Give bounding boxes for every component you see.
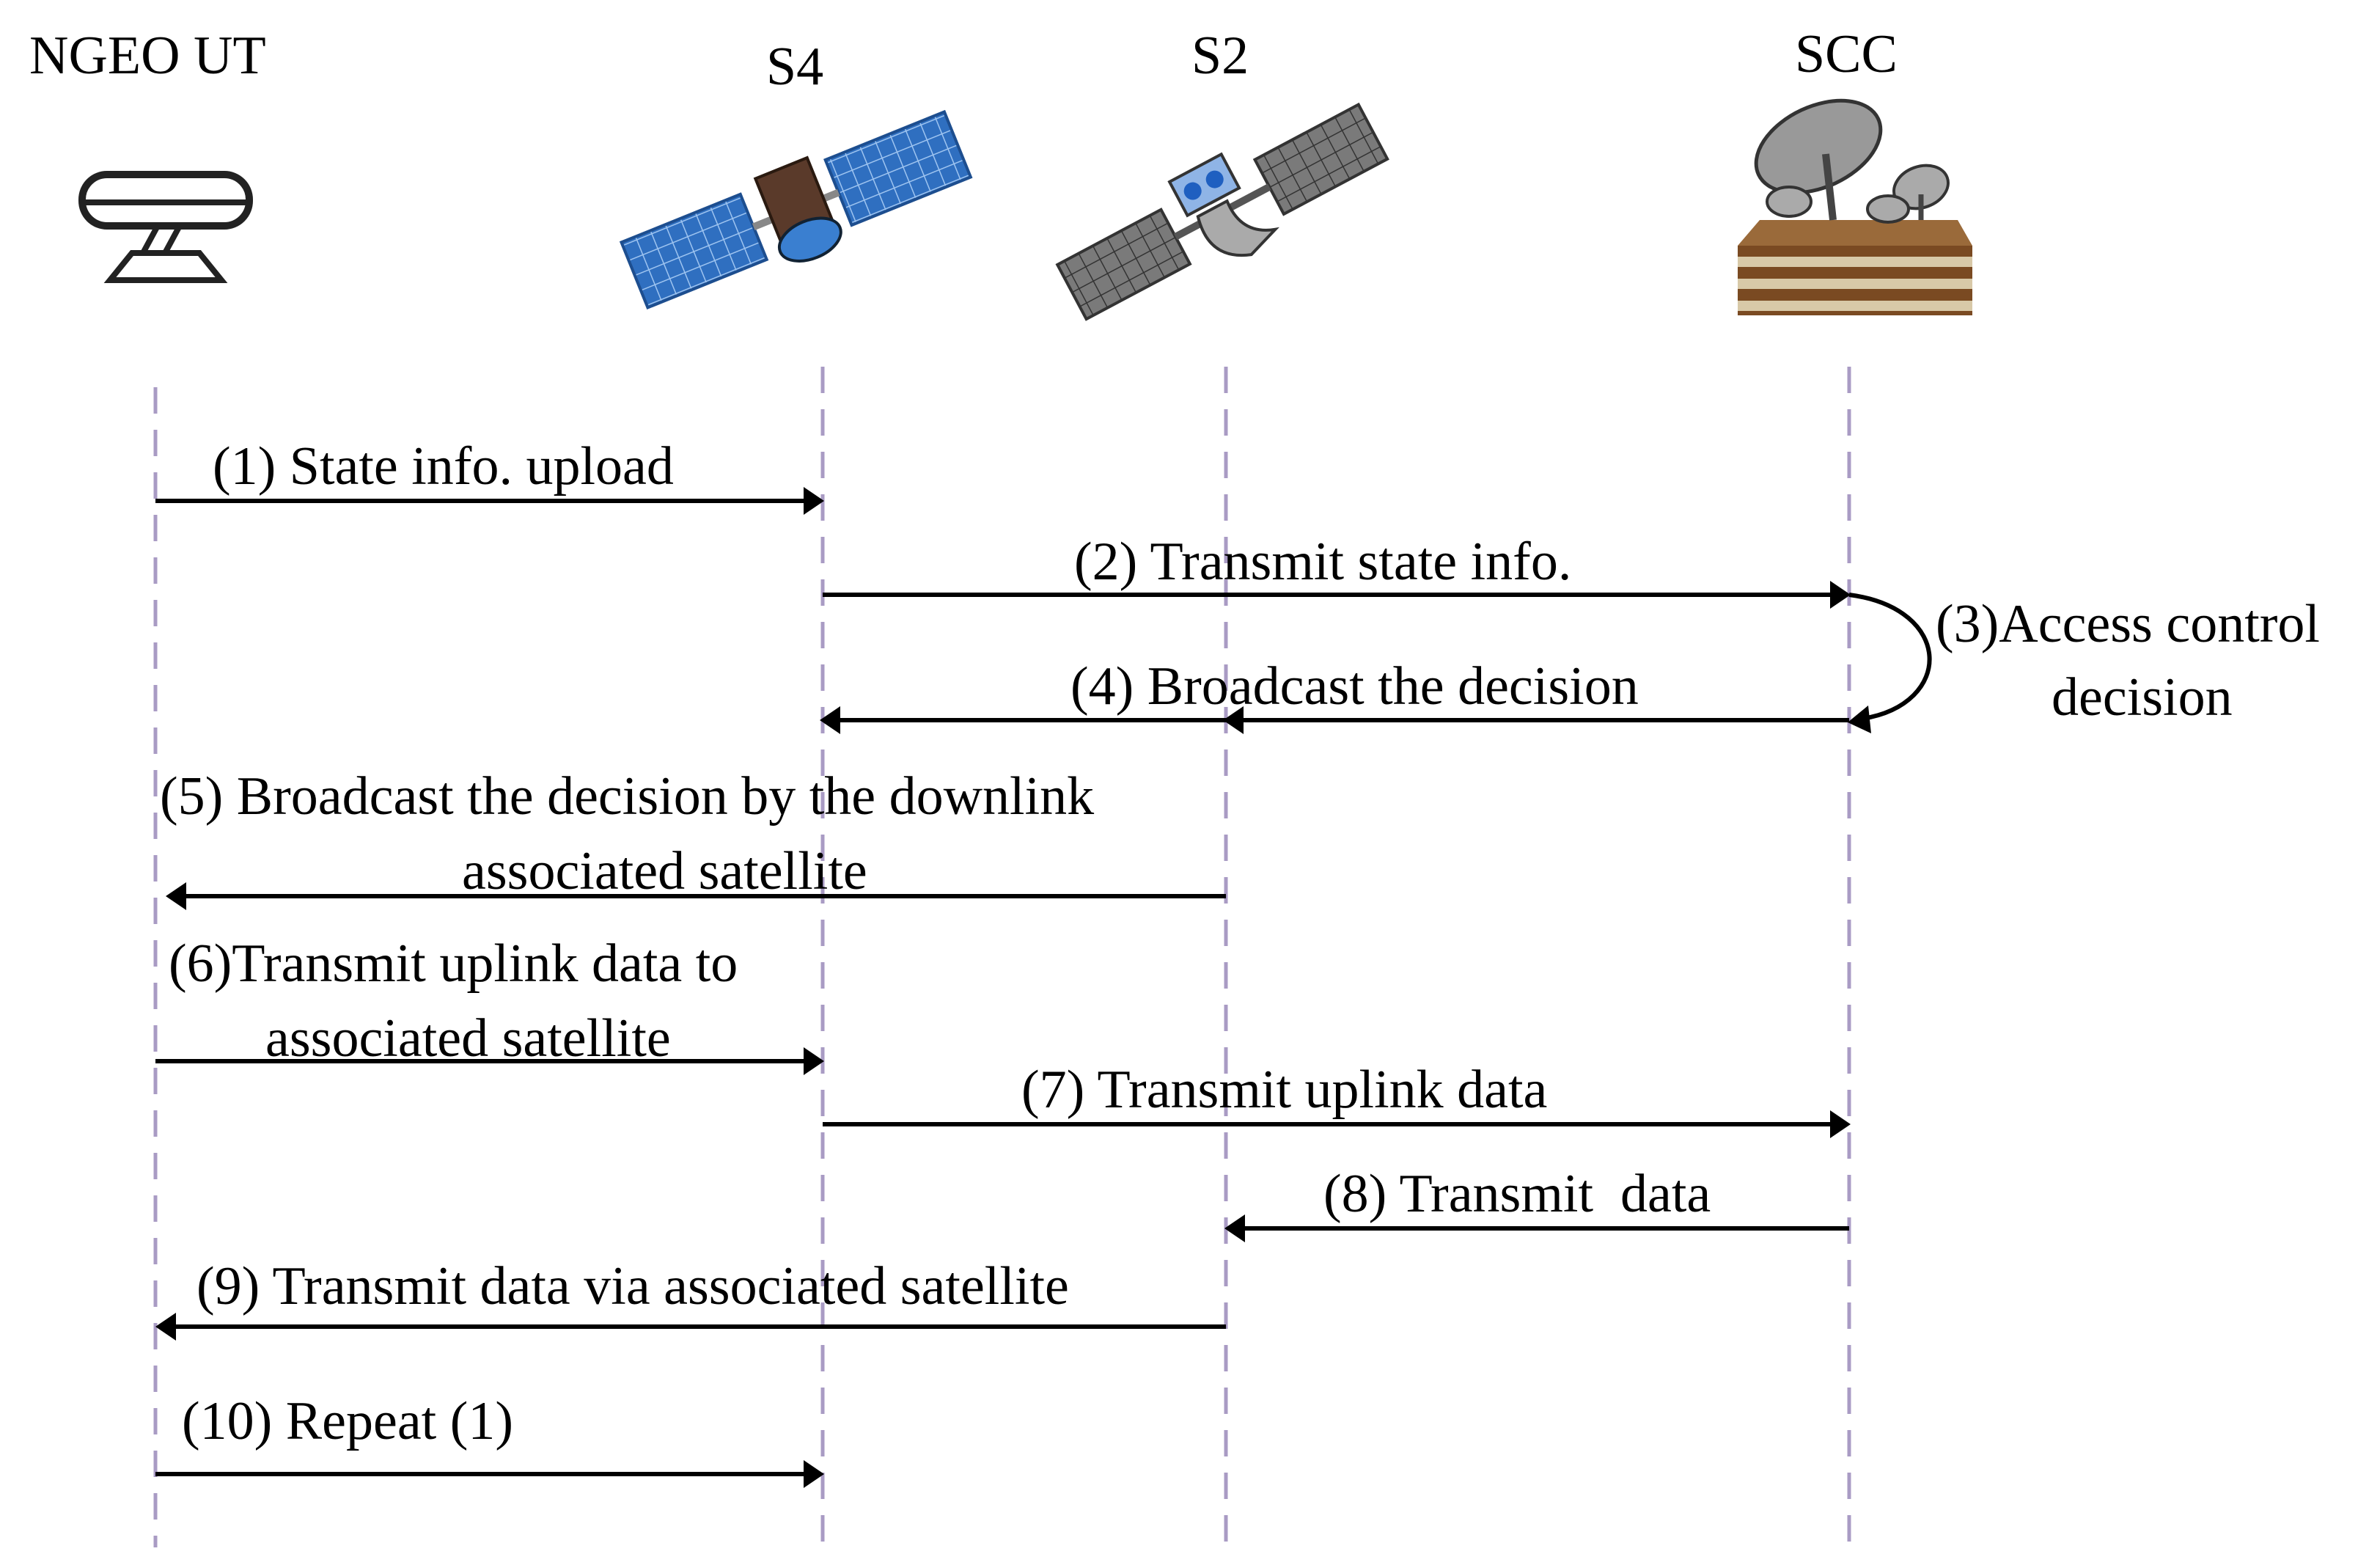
satellite-icon bbox=[619, 109, 973, 310]
message-4: (4) Broadcast the decision bbox=[820, 656, 1849, 734]
message-label: (5) Broadcast the decision by the downli… bbox=[160, 766, 1094, 827]
message-label: (8) Transmit data bbox=[1323, 1164, 1711, 1224]
message-3: (3)Access control decision bbox=[1848, 593, 2320, 733]
ground-station-icon bbox=[1738, 98, 1972, 315]
actor-label-scc: SCC bbox=[1795, 24, 1898, 84]
message-label: (2) Transmit state info. bbox=[1074, 532, 1571, 592]
message-9: (9) Transmit data via associated satelli… bbox=[155, 1256, 1226, 1341]
actor-label-s2: S2 bbox=[1191, 26, 1249, 86]
message-label: (3)Access control bbox=[1936, 594, 2320, 654]
message-10: (10) Repeat (1) bbox=[155, 1391, 824, 1488]
message-6: (6)Transmit uplink data to associated sa… bbox=[155, 934, 824, 1075]
message-label: (9) Transmit data via associated satelli… bbox=[197, 1256, 1069, 1316]
message-2: (2) Transmit state info. bbox=[823, 532, 1851, 609]
actor-label-ngeo-ut: NGEO UT bbox=[29, 26, 266, 86]
message-1: (1) State info. upload bbox=[155, 436, 824, 515]
message-label: (7) Transmit uplink data bbox=[1021, 1060, 1547, 1120]
user-terminal-icon bbox=[78, 171, 253, 283]
message-label: associated satellite bbox=[265, 1008, 671, 1069]
message-label: (10) Repeat (1) bbox=[182, 1391, 513, 1451]
message-7: (7) Transmit uplink data bbox=[823, 1060, 1851, 1138]
message-label: (6)Transmit uplink data to bbox=[169, 934, 738, 994]
message-5: (5) Broadcast the decision by the downli… bbox=[160, 766, 1226, 910]
message-label: decision bbox=[2052, 667, 2233, 727]
message-8: (8) Transmit data bbox=[1224, 1164, 1849, 1242]
message-label: associated satellite bbox=[462, 841, 867, 901]
satellite-icon bbox=[1055, 102, 1389, 321]
message-label: (1) State info. upload bbox=[213, 436, 674, 496]
message-label: (4) Broadcast the decision bbox=[1070, 656, 1639, 716]
actor-label-s4: S4 bbox=[766, 37, 823, 97]
